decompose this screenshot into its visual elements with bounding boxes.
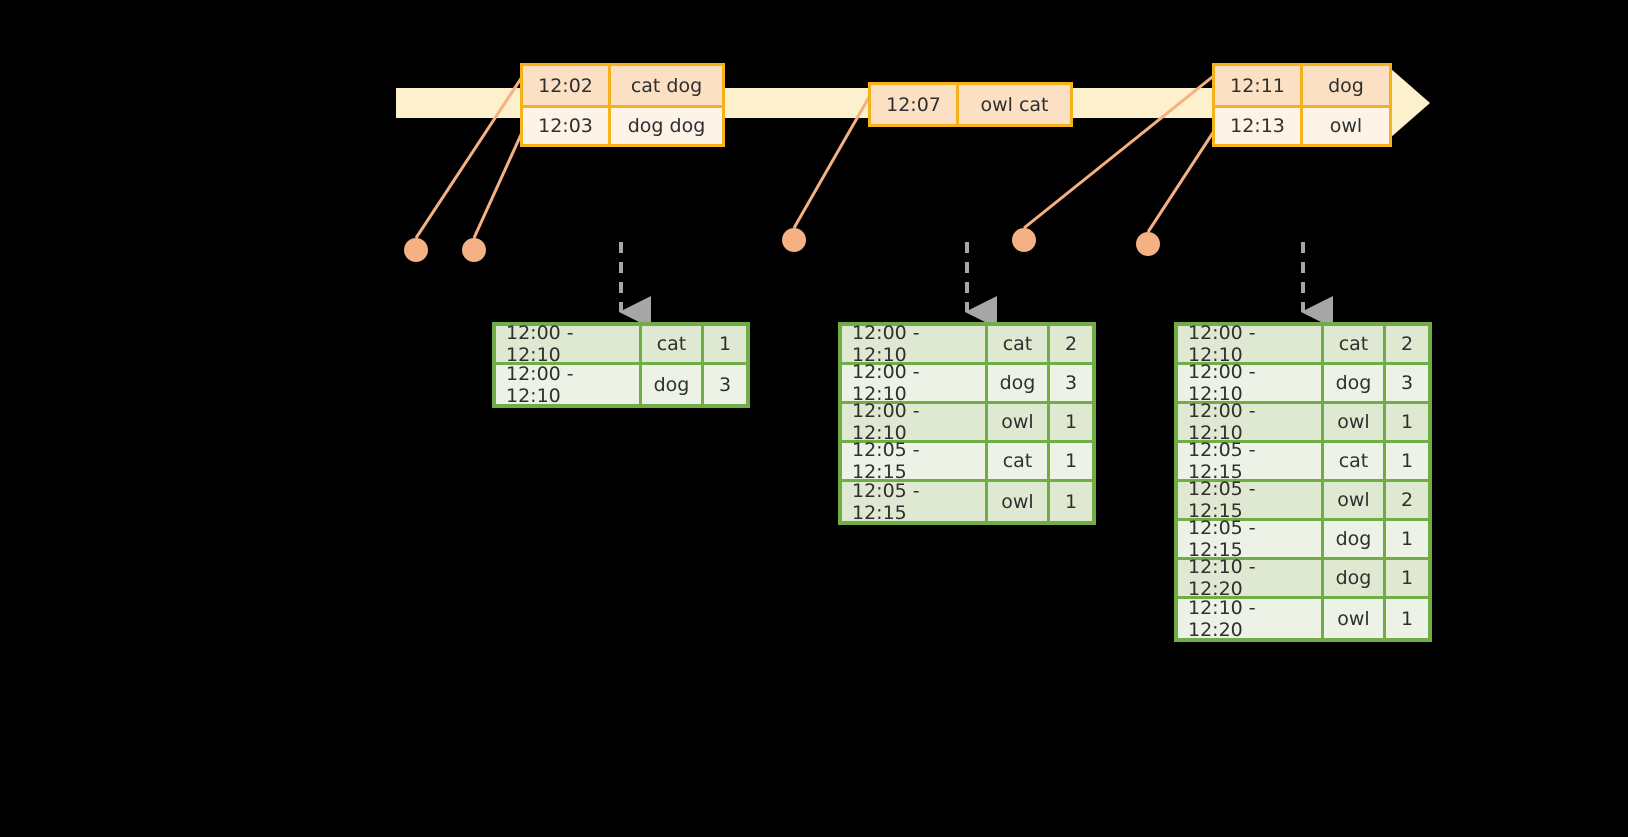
window-cell: 12:05 - 12:15 xyxy=(842,480,988,524)
key-cell: owl xyxy=(988,404,1050,443)
key-cell: cat xyxy=(642,326,704,365)
event-words: owl cat xyxy=(980,93,1049,116)
count-cell: 1 xyxy=(1386,560,1428,599)
window-cell: 12:00 - 12:10 xyxy=(1178,361,1324,405)
window-cell: 12:00 - 12:10 xyxy=(496,363,642,407)
count-cell: 3 xyxy=(1386,365,1428,404)
key-cell: dog xyxy=(642,365,704,404)
key-cell: cat xyxy=(988,443,1050,482)
event-time: 12:13 xyxy=(1215,108,1303,144)
event-time: 12:07 xyxy=(871,85,959,124)
count-cell: 1 xyxy=(1064,490,1078,513)
event-words: owl xyxy=(1329,115,1363,137)
key-cell: cat xyxy=(1324,326,1386,365)
key-cell: owl xyxy=(1324,482,1386,521)
key-cell: dog xyxy=(1324,560,1386,599)
event-time: 12:02 xyxy=(523,66,611,105)
key-cell: dog xyxy=(1324,521,1386,560)
window-cell: 12:05 - 12:15 xyxy=(1178,517,1324,561)
event-words: dog dog xyxy=(627,115,706,137)
key-cell: cat xyxy=(988,326,1050,365)
window-cell: 12:00 - 12:10 xyxy=(842,400,988,444)
event-words: dog xyxy=(1328,74,1364,97)
count-cell: 2 xyxy=(1386,482,1428,521)
event-row: 12:13 owl xyxy=(1215,105,1389,144)
event-dot-5 xyxy=(1136,232,1160,256)
window-cell: 12:05 - 12:15 xyxy=(1178,439,1324,483)
key-cell: owl xyxy=(1324,404,1386,443)
event-row: 12:07 owl cat xyxy=(871,85,1070,124)
event-dot-3 xyxy=(782,228,806,252)
count-cell: 1 xyxy=(1400,607,1414,630)
event-row: 12:03 dog dog xyxy=(523,105,722,144)
connector-line-5 xyxy=(1146,127,1218,233)
window-cell: 12:00 - 12:10 xyxy=(1178,322,1324,366)
count-cell: 1 xyxy=(1050,443,1092,482)
event-box-2: 12:07 owl cat xyxy=(868,82,1073,127)
window-cell: 12:00 - 12:10 xyxy=(842,322,988,366)
count-cell: 1 xyxy=(1050,404,1092,443)
count-cell: 1 xyxy=(1386,443,1428,482)
event-dot-2 xyxy=(462,238,486,262)
event-box-3: 12:11 dog 12:13 owl xyxy=(1212,63,1392,147)
key-cell: owl xyxy=(1324,599,1386,638)
window-cell: 12:00 - 12:10 xyxy=(496,322,642,366)
event-box-1: 12:02 cat dog 12:03 dog dog xyxy=(520,63,725,147)
count-cell: 3 xyxy=(1050,365,1092,404)
count-cell: 2 xyxy=(1050,326,1092,365)
event-time: 12:03 xyxy=(523,108,611,144)
timeline-arrowhead-icon xyxy=(1390,68,1430,138)
window-cell: 12:00 - 12:10 xyxy=(842,361,988,405)
count-cell: 2 xyxy=(1386,326,1428,365)
event-dot-1 xyxy=(404,238,428,262)
key-cell: dog xyxy=(1324,365,1386,404)
event-row: 12:02 cat dog xyxy=(523,66,722,105)
window-cell: 12:10 - 12:20 xyxy=(1178,556,1324,600)
event-dot-4 xyxy=(1012,228,1036,252)
event-time: 12:11 xyxy=(1215,66,1303,105)
window-cell: 12:05 - 12:15 xyxy=(842,439,988,483)
event-row: 12:11 dog xyxy=(1215,66,1389,105)
count-cell: 1 xyxy=(1386,521,1428,560)
key-cell: dog xyxy=(988,365,1050,404)
window-cell: 12:10 - 12:20 xyxy=(1178,597,1324,641)
count-cell: 1 xyxy=(704,326,746,365)
connector-line-2 xyxy=(472,127,526,239)
event-words: cat dog xyxy=(630,74,703,97)
window-cell: 12:05 - 12:15 xyxy=(1178,478,1324,522)
window-cell: 12:00 - 12:10 xyxy=(1178,400,1324,444)
key-cell: owl xyxy=(988,482,1050,521)
count-cell: 1 xyxy=(1386,404,1428,443)
count-cell: 3 xyxy=(718,373,732,396)
key-cell: cat xyxy=(1324,443,1386,482)
